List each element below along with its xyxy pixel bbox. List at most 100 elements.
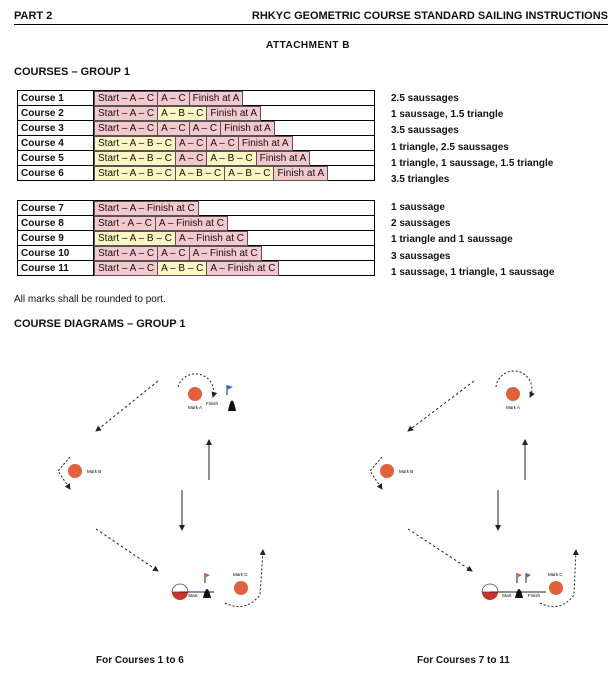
course-description: 1 triangle, 1 saussage, 1.5 triangle bbox=[391, 157, 554, 169]
mark-a-label: Mark A bbox=[506, 405, 520, 410]
course-leg: Start – A – C bbox=[94, 90, 159, 106]
diagram-courses-7-11: Mark A Mark B Mark C Start Finish bbox=[369, 370, 579, 608]
mark-c bbox=[234, 581, 248, 595]
document-title: RHKYC GEOMETRIC COURSE STANDARD SAILING … bbox=[251, 10, 608, 22]
course-leg: A – C bbox=[174, 150, 208, 166]
course-leg: Start – A – C bbox=[94, 105, 159, 121]
course-description: 2 saussages bbox=[391, 218, 451, 230]
course-leg: A – B – C bbox=[157, 260, 208, 276]
mark-a bbox=[506, 387, 520, 401]
caption-courses-1-6: For Courses 1 to 6 bbox=[96, 655, 184, 666]
rounding-arrow-b bbox=[369, 456, 383, 490]
mark-b-label: Mark B bbox=[399, 469, 413, 474]
course-leg: A – Finish at C bbox=[154, 215, 228, 231]
course-leg: Start – A – C bbox=[94, 120, 159, 136]
leg-a-to-b bbox=[95, 380, 159, 432]
course-leg: A – B – C bbox=[206, 150, 257, 166]
course-legs: Start – A – Finish at C bbox=[93, 200, 375, 216]
start-pin-buoy bbox=[481, 583, 499, 600]
part-label: PART 2 bbox=[14, 10, 53, 22]
start-boat bbox=[203, 573, 211, 598]
mark-b bbox=[380, 464, 394, 478]
leg-b-to-c bbox=[95, 528, 159, 572]
course-leg: Start – A – B – C bbox=[94, 135, 176, 151]
course-name: Course 6 bbox=[17, 165, 94, 181]
course-description: 3 saussages bbox=[391, 250, 451, 262]
course-leg: A – B – C bbox=[174, 165, 226, 181]
rounding-note: All marks shall be rounded to port. bbox=[14, 294, 166, 305]
course-description: 2.5 saussages bbox=[391, 93, 459, 104]
course-name: Course 3 bbox=[17, 120, 94, 136]
course-name: Course 8 bbox=[17, 215, 94, 231]
course-leg: Finish at A bbox=[220, 120, 275, 136]
course-name: Course 2 bbox=[17, 105, 94, 121]
course-name: Course 10 bbox=[17, 245, 94, 261]
course-name: Course 9 bbox=[17, 230, 94, 246]
finish-label: Finish bbox=[206, 401, 219, 406]
course-leg: A – Finish at C bbox=[188, 245, 262, 261]
course-name: Course 1 bbox=[17, 90, 94, 106]
course-leg: A – Finish at C bbox=[206, 260, 280, 276]
page-header: PART 2 RHKYC GEOMETRIC COURSE STANDARD S… bbox=[14, 8, 608, 25]
course-leg: A – C bbox=[157, 245, 190, 261]
course-leg: Finish at A bbox=[273, 165, 329, 181]
course-leg: Start – A – B – C bbox=[94, 150, 176, 166]
course-leg: Start – A – B – C bbox=[94, 230, 176, 246]
mark-c bbox=[549, 581, 563, 595]
course-description: 1 triangle, 2.5 saussages bbox=[391, 141, 509, 153]
caption-courses-7-11: For Courses 7 to 11 bbox=[417, 655, 510, 666]
course-name: Course 11 bbox=[17, 260, 94, 276]
course-leg: A – C bbox=[157, 90, 190, 106]
start-label: Start bbox=[188, 593, 198, 598]
course-leg: A – B – C bbox=[224, 165, 275, 181]
course-leg: A – C bbox=[188, 120, 222, 136]
start-label: Start bbox=[502, 593, 512, 598]
course-leg: A – Finish at C bbox=[174, 230, 248, 246]
courses-heading: COURSES – GROUP 1 bbox=[14, 66, 130, 78]
mark-c-label: Mark C bbox=[233, 572, 248, 577]
mark-c-label: Mark C bbox=[548, 572, 563, 577]
diagrams-heading: COURSE DIAGRAMS – GROUP 1 bbox=[14, 318, 186, 330]
finish-label: Finish bbox=[528, 593, 541, 598]
leg-b-to-c bbox=[407, 528, 473, 572]
mark-b-label: Mark B bbox=[87, 469, 101, 474]
course-leg: Start – A – B – C bbox=[94, 165, 176, 181]
rounding-arrow-c bbox=[539, 549, 579, 608]
course-leg: Start – A – C bbox=[94, 260, 159, 276]
course-name: Course 4 bbox=[17, 135, 94, 151]
mark-b bbox=[68, 464, 82, 478]
course-description: 1 saussage bbox=[391, 202, 445, 213]
course-description: 1 saussage, 1.5 triangle bbox=[391, 109, 504, 121]
course-leg: Finish at A bbox=[188, 90, 244, 106]
finish-boat bbox=[226, 385, 236, 411]
mark-a-label: Mark A bbox=[188, 405, 202, 410]
course-leg: A – C bbox=[157, 120, 190, 136]
course-leg: A – B – C bbox=[157, 105, 208, 121]
leg-a-to-b bbox=[407, 380, 475, 432]
course-description: 1 saussage, 1 triangle, 1 saussage bbox=[391, 266, 555, 278]
course-leg: A – C bbox=[206, 135, 239, 151]
rounding-arrow-c bbox=[224, 549, 266, 608]
rounding-arrow-b bbox=[57, 456, 71, 490]
course-description: 1 triangle and 1 saussage bbox=[391, 234, 513, 246]
course-leg: Start - A – C bbox=[94, 215, 156, 231]
